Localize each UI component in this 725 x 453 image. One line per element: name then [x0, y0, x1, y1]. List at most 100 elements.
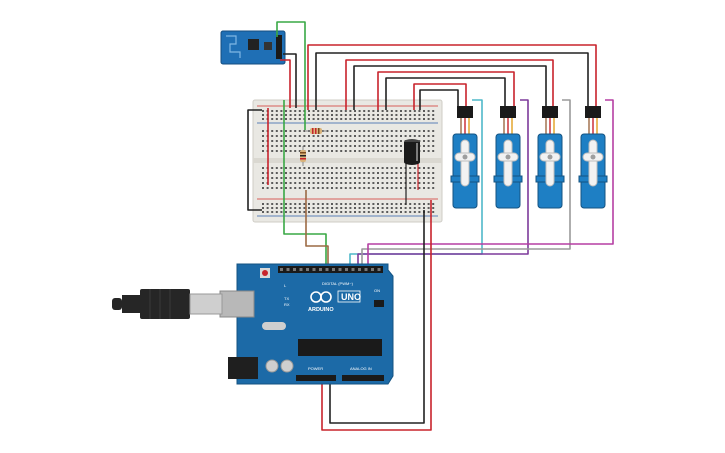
breadboard-hole[interactable]	[358, 211, 361, 213]
breadboard-hole[interactable]	[377, 187, 379, 189]
breadboard-hole[interactable]	[285, 114, 287, 116]
breadboard-hole[interactable]	[312, 135, 315, 137]
breadboard-hole[interactable]	[271, 167, 274, 169]
breadboard-hole[interactable]	[409, 187, 412, 189]
breadboard-hole[interactable]	[432, 135, 435, 137]
breadboard-hole[interactable]	[312, 150, 315, 152]
breadboard-hole[interactable]	[321, 211, 324, 213]
breadboard-hole[interactable]	[400, 114, 402, 116]
breadboard-hole[interactable]	[363, 140, 366, 142]
breadboard-hole[interactable]	[298, 203, 301, 205]
breadboard-hole[interactable]	[340, 145, 343, 147]
breadboard-hole[interactable]	[418, 114, 421, 116]
breadboard-hole[interactable]	[280, 182, 283, 184]
breadboard-hole[interactable]	[372, 130, 375, 132]
breadboard-hole[interactable]	[317, 140, 320, 142]
breadboard-hole[interactable]	[423, 187, 425, 189]
breadboard-hole[interactable]	[395, 167, 398, 169]
breadboard-hole[interactable]	[404, 114, 407, 116]
breadboard-hole[interactable]	[340, 140, 343, 142]
breadboard-hole[interactable]	[335, 182, 338, 184]
breadboard-hole[interactable]	[418, 172, 421, 174]
breadboard-hole[interactable]	[363, 130, 366, 132]
breadboard-hole[interactable]	[326, 187, 329, 189]
breadboard-hole[interactable]	[326, 207, 329, 209]
breadboard-hole[interactable]	[344, 135, 347, 137]
breadboard-hole[interactable]	[271, 177, 274, 179]
breadboard-hole[interactable]	[395, 118, 398, 120]
breadboard-hole[interactable]	[312, 187, 315, 189]
breadboard-hole[interactable]	[344, 207, 347, 209]
breadboard-hole[interactable]	[280, 207, 283, 209]
breadboard-hole[interactable]	[326, 177, 329, 179]
breadboard-hole[interactable]	[271, 207, 274, 209]
header-pin[interactable]	[364, 268, 368, 271]
breadboard-hole[interactable]	[349, 145, 352, 147]
breadboard-hole[interactable]	[377, 118, 379, 120]
breadboard-hole[interactable]	[303, 172, 306, 174]
breadboard-hole[interactable]	[381, 203, 384, 205]
breadboard-hole[interactable]	[354, 114, 356, 116]
breadboard-hole[interactable]	[326, 167, 329, 169]
breadboard-hole[interactable]	[432, 177, 435, 179]
breadboard-hole[interactable]	[390, 114, 393, 116]
breadboard-hole[interactable]	[381, 130, 384, 132]
breadboard-hole[interactable]	[312, 203, 315, 205]
breadboard-hole[interactable]	[280, 110, 283, 112]
breadboard-hole[interactable]	[358, 150, 361, 152]
breadboard-hole[interactable]	[400, 150, 402, 152]
breadboard-hole[interactable]	[395, 187, 398, 189]
breadboard-hole[interactable]	[367, 114, 370, 116]
servo-horn[interactable]	[503, 139, 513, 187]
breadboard-hole[interactable]	[386, 145, 389, 147]
breadboard-hole[interactable]	[298, 118, 301, 120]
servo-horn[interactable]	[460, 139, 470, 187]
breadboard-hole[interactable]	[427, 150, 430, 152]
breadboard-hole[interactable]	[298, 187, 301, 189]
breadboard-hole[interactable]	[312, 118, 315, 120]
breadboard-hole[interactable]	[427, 211, 430, 213]
breadboard-hole[interactable]	[298, 172, 301, 174]
breadboard-hole[interactable]	[349, 110, 352, 112]
breadboard-hole[interactable]	[432, 172, 435, 174]
breadboard-hole[interactable]	[390, 187, 393, 189]
breadboard-hole[interactable]	[363, 207, 366, 209]
breadboard-hole[interactable]	[386, 130, 389, 132]
breadboard-hole[interactable]	[381, 114, 384, 116]
breadboard-hole[interactable]	[349, 135, 352, 137]
breadboard-hole[interactable]	[326, 118, 329, 120]
breadboard-hole[interactable]	[271, 211, 274, 213]
breadboard-hole[interactable]	[354, 118, 356, 120]
breadboard-hole[interactable]	[340, 110, 343, 112]
breadboard-hole[interactable]	[413, 182, 416, 184]
breadboard-hole[interactable]	[312, 145, 315, 147]
breadboard-hole[interactable]	[294, 211, 297, 213]
breadboard-hole[interactable]	[423, 172, 425, 174]
breadboard-hole[interactable]	[395, 203, 398, 205]
breadboard-hole[interactable]	[395, 110, 398, 112]
breadboard-hole[interactable]	[340, 114, 343, 116]
breadboard-hole[interactable]	[294, 118, 297, 120]
breadboard-hole[interactable]	[358, 130, 361, 132]
breadboard-hole[interactable]	[381, 172, 384, 174]
breadboard-hole[interactable]	[432, 118, 435, 120]
breadboard-hole[interactable]	[280, 140, 283, 142]
breadboard-hole[interactable]	[367, 203, 370, 205]
breadboard-hole[interactable]	[271, 172, 274, 174]
breadboard-hole[interactable]	[386, 150, 389, 152]
breadboard-hole[interactable]	[275, 130, 278, 132]
breadboard-hole[interactable]	[390, 211, 393, 213]
breadboard-hole[interactable]	[285, 177, 287, 179]
breadboard-hole[interactable]	[358, 187, 361, 189]
breadboard-hole[interactable]	[271, 130, 274, 132]
breadboard-hole[interactable]	[409, 177, 412, 179]
breadboard-hole[interactable]	[367, 110, 370, 112]
breadboard-hole[interactable]	[390, 172, 393, 174]
breadboard-hole[interactable]	[289, 172, 292, 174]
header-pin[interactable]	[351, 268, 355, 271]
breadboard-hole[interactable]	[280, 118, 283, 120]
breadboard-hole[interactable]	[400, 177, 402, 179]
breadboard-hole[interactable]	[344, 114, 347, 116]
breadboard-hole[interactable]	[331, 145, 333, 147]
breadboard-hole[interactable]	[432, 145, 435, 147]
